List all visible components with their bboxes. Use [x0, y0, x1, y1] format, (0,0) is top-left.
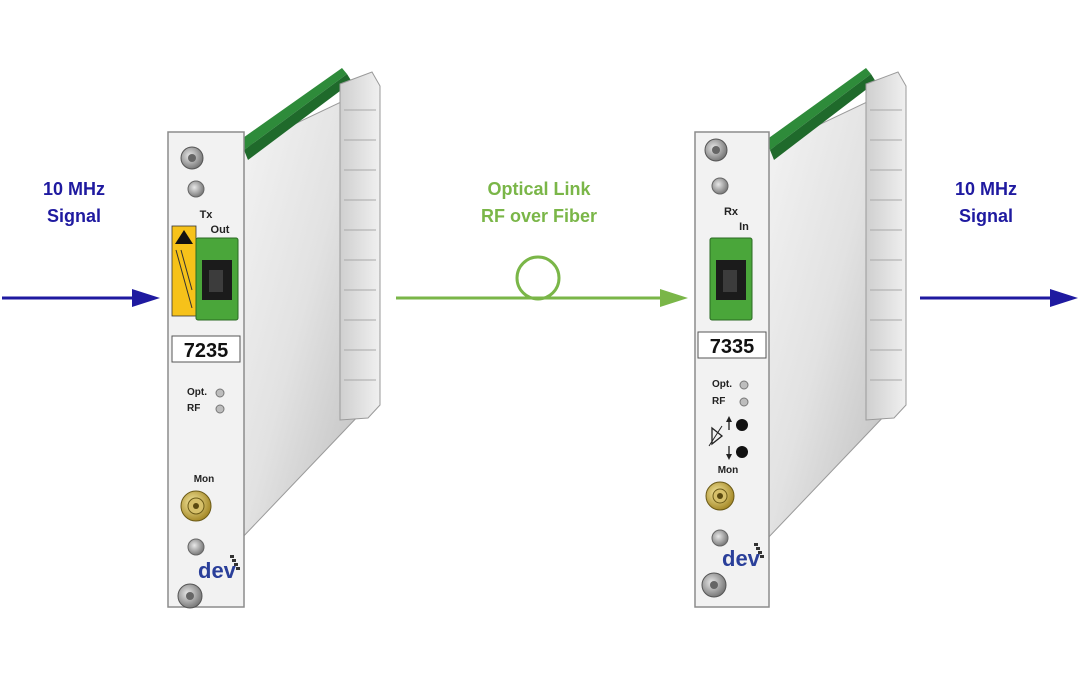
optical-link-line2: RF over Fiber	[480, 206, 598, 226]
receiver-port-label: In	[739, 221, 749, 233]
receiver-brand-logo: dev	[722, 546, 761, 571]
transmitter-port-group-label: Tx	[200, 209, 214, 221]
transmitter-brand-logo: dev	[198, 558, 237, 583]
screw-icon	[711, 177, 729, 195]
input-signal-line1: 10 MHz	[42, 179, 105, 199]
transmitter-rear-rail	[339, 71, 381, 421]
fiber-connector-icon	[709, 237, 753, 321]
transmitter-model-plate	[171, 335, 241, 363]
receiver-front-panel	[694, 131, 770, 608]
input-signal-label: 10 MHz Signal	[20, 176, 128, 230]
transmitter-model-number: 7235	[184, 340, 229, 362]
output-arrow	[920, 289, 1078, 307]
gain-up-button	[736, 419, 748, 431]
receiver-port-group-label: Rx	[724, 206, 739, 218]
fiber-loop	[515, 255, 561, 301]
bnc-connector-icon	[180, 490, 212, 522]
gain-adjust-icon	[708, 416, 732, 460]
led-indicator	[739, 380, 749, 390]
transmitter-led-rf-label: RF	[187, 403, 200, 414]
receiver-card: Rx In 7335 Opt. RF Mon dev	[694, 68, 907, 608]
gain-down-button	[736, 446, 748, 458]
fiber-connector-icon	[195, 237, 239, 321]
output-signal-label: 10 MHz Signal	[932, 176, 1040, 230]
optical-link-label: Optical Link RF over Fiber	[455, 176, 623, 230]
led-indicator	[215, 404, 225, 414]
led-indicator	[215, 388, 225, 398]
screw-icon	[187, 538, 205, 556]
transmitter-card: Tx Out 7235 Opt. RF Mon dev	[167, 68, 381, 609]
transmitter-led-opt-label: Opt.	[187, 387, 207, 398]
receiver-rear-rail	[865, 71, 907, 421]
receiver-monitor-label: Mon	[718, 465, 739, 476]
transmitter-front-panel	[167, 131, 245, 608]
output-signal-line2: Signal	[958, 206, 1013, 226]
receiver-model-plate	[697, 331, 767, 359]
transmitter-monitor-label: Mon	[194, 474, 215, 485]
input-signal-line2: Signal	[46, 206, 101, 226]
transmitter-port-label: Out	[211, 224, 230, 236]
transmitter-pcb	[240, 68, 347, 150]
screw-icon	[711, 529, 729, 547]
receiver-model-number: 7335	[710, 336, 755, 358]
screw-icon	[187, 180, 205, 198]
receiver-pcb	[766, 68, 871, 150]
receiver-led-opt-label: Opt.	[712, 379, 732, 390]
optical-link-line1: Optical Link	[487, 179, 591, 199]
receiver-led-rf-label: RF	[712, 396, 725, 407]
led-indicator	[739, 397, 749, 407]
optical-link	[396, 255, 688, 307]
bnc-connector-icon	[705, 481, 735, 511]
output-signal-line1: 10 MHz	[954, 179, 1017, 199]
input-arrow	[2, 289, 160, 307]
